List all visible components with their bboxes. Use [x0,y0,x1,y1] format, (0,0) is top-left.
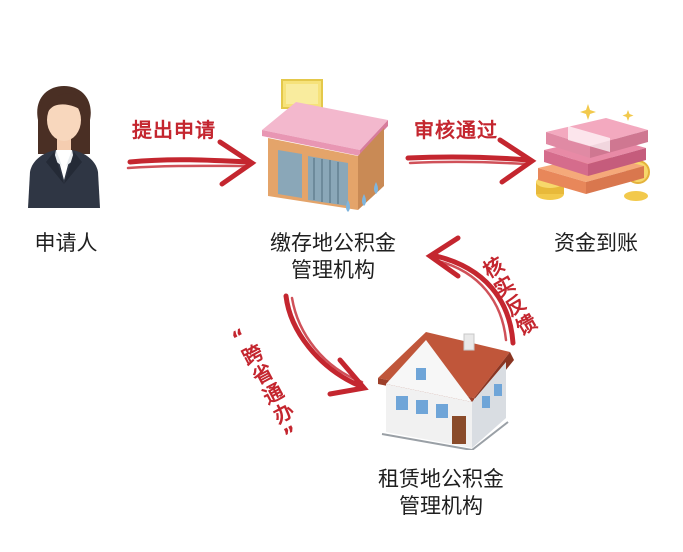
submit-arrow [126,139,257,187]
verify-feedback-arrow [425,235,516,346]
deposit-agency-label-line1: 缴存地公积金 [270,231,396,255]
businesswoman-icon [28,86,100,208]
applicant-label: 申请人 [34,231,98,255]
cross-province-arrow [283,293,369,397]
rental-agency-label: 租赁地公积金 管理机构 [366,466,516,520]
rental-agency-label-line1: 租赁地公积金 [378,467,504,491]
approve-arrow [405,137,537,185]
review-approved-label: 审核通过 [414,118,498,142]
deposit-agency-label: 缴存地公积金 管理机构 [258,230,408,284]
submit-application-label: 提出申请 [132,118,216,142]
deposit-agency-label-line2: 管理机构 [291,258,375,282]
rental-agency-label-line2: 管理机构 [399,494,483,518]
money-stack-icon [536,104,650,201]
house-icon [378,332,514,450]
funds-label: 资金到账 [554,231,638,255]
building-icon [262,79,388,212]
